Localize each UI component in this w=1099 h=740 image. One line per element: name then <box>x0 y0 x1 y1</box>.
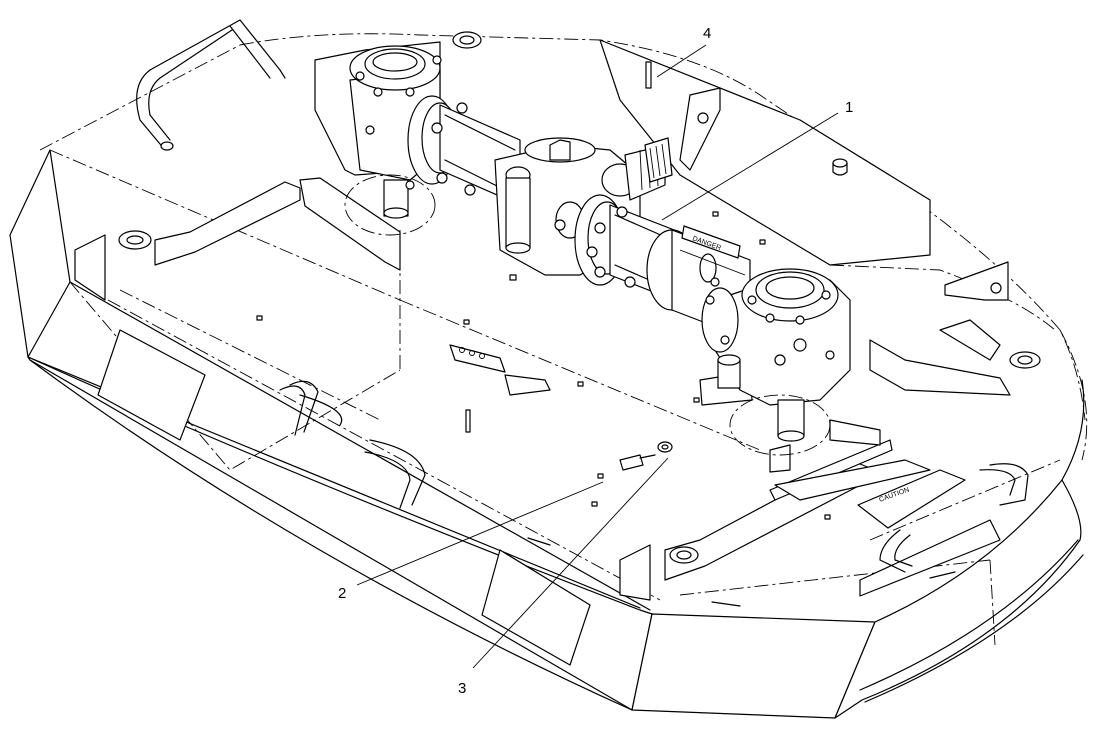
input-shaft <box>644 61 673 183</box>
leader-line-3 <box>472 457 669 669</box>
key-part-4 <box>645 61 652 89</box>
small-hardware <box>465 409 956 607</box>
callout-leaders <box>356 44 839 669</box>
leader-line-4 <box>656 44 707 78</box>
callout-1: 1 <box>845 99 853 116</box>
callout-4: 4 <box>703 25 711 42</box>
deck-baffles <box>74 177 1011 601</box>
leader-line-1 <box>661 112 839 221</box>
lift-brackets <box>679 87 1009 301</box>
drive-shaft-assembly: DANGER <box>407 95 751 341</box>
callout-3: 3 <box>458 680 466 697</box>
washer-part-3 <box>657 441 673 453</box>
mounting-bosses <box>118 31 1041 564</box>
right-gearbox <box>701 268 851 456</box>
callout-2: 2 <box>338 585 346 602</box>
callout-labels: 1 2 3 4 <box>338 25 853 697</box>
leader-line-2 <box>356 481 604 586</box>
deck-handles <box>136 19 1029 573</box>
left-gearbox <box>314 41 442 236</box>
deck-holes <box>256 211 831 520</box>
label-plates: CAUTION <box>97 329 966 666</box>
bolt-part-2 <box>619 454 644 471</box>
